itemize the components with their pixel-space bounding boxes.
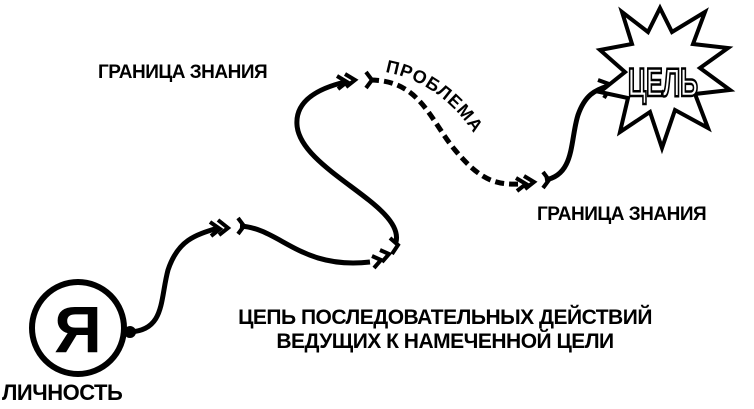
goal-star xyxy=(595,3,736,155)
chevron-icon xyxy=(216,218,232,237)
action-path-3 xyxy=(294,79,399,243)
action-path-2 xyxy=(239,223,371,266)
goal-label: ЦЕЛЬ xyxy=(628,61,698,105)
action-path-1 xyxy=(129,225,219,335)
action-path-4 xyxy=(544,83,609,183)
chain-caption-line2: ВЕДУЩИХ К НАМЕЧЕННОЙ ЦЕЛИ xyxy=(276,330,614,353)
tail-icon xyxy=(364,70,375,90)
chevron-icon xyxy=(208,220,224,238)
tail-icon xyxy=(236,216,247,236)
problem-path xyxy=(369,77,521,187)
problem-label-path: ПРОБЛЕМА xyxy=(384,56,486,136)
chevron-icon xyxy=(343,72,359,89)
chevron-icon xyxy=(335,74,351,91)
tail-icon xyxy=(388,236,401,256)
tail-icon xyxy=(541,170,552,190)
self-glyph: Я xyxy=(54,292,101,366)
knowledge-boundary-bottom-label: ГРАНИЦА ЗНАНИЯ xyxy=(537,204,707,225)
chevron-icon xyxy=(514,176,530,193)
chevron-icon xyxy=(522,174,538,191)
chain-caption-line1: ЦЕПЬ ПОСЛЕДОВАТЕЛЬНЫХ ДЕЙСТВИЙ xyxy=(238,306,652,329)
person-label: ЛИЧНОСТЬ xyxy=(2,380,123,405)
chevron-icon xyxy=(379,248,393,264)
chain-caption: ЦЕПЬ ПОСЛЕДОВАТЕЛЬНЫХ ДЕЙСТВИЙ ВЕДУЩИХ К… xyxy=(185,306,705,354)
problem-label: ПРОБЛЕМА xyxy=(384,56,487,136)
knowledge-boundary-top-label: ГРАНИЦА ЗНАНИЯ xyxy=(98,62,268,83)
person-circle xyxy=(29,279,127,377)
arrowheads xyxy=(208,70,615,270)
chevron-icon xyxy=(371,254,385,270)
